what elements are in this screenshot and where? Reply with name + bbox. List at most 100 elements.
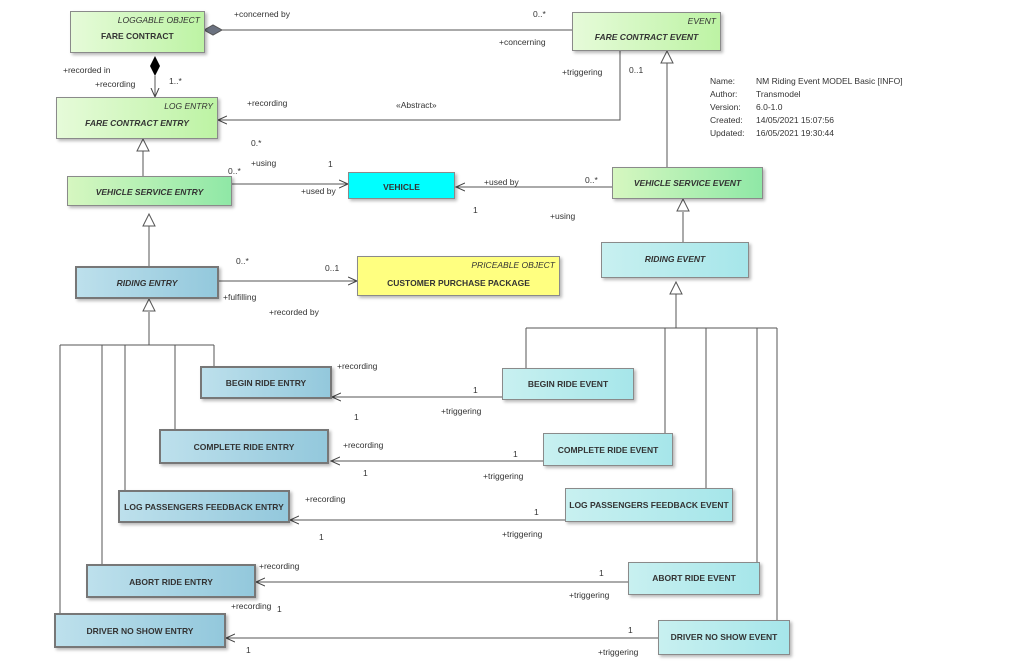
role-recording-abort-2: +recording [231,601,272,611]
mult-vsevent: 0..* [585,175,598,185]
class-fare-contract-event[interactable]: EVENT FARE CONTRACT EVENT [572,12,721,51]
class-riding-event[interactable]: RIDING EVENT [601,242,749,278]
class-log-passengers-feedback-event[interactable]: LOG PASSENGERS FEEDBACK EVENT [565,488,733,522]
stereotype-label: LOGGABLE OBJECT [117,15,200,25]
class-complete-ride-event[interactable]: COMPLETE RIDE EVENT [543,433,673,466]
role-recording-entry: +recording [247,98,288,108]
mult-complete-event: 1 [513,449,518,459]
class-log-passengers-feedback-entry[interactable]: LOG PASSENGERS FEEDBACK ENTRY [118,490,290,523]
role-used-by-entry: +used by [301,186,336,196]
info-name-key: Name: [710,76,736,86]
class-vehicle-service-event[interactable]: VEHICLE SERVICE EVENT [612,167,763,199]
class-driver-no-show-entry[interactable]: DRIVER NO SHOW ENTRY [54,613,226,648]
role-fulfilling: +fulfilling [223,292,257,302]
mult-contract-event: 0..* [533,9,546,19]
class-name: LOG PASSENGERS FEEDBACK EVENT [569,500,729,510]
gen-triangle-riding-event [669,280,683,295]
info-created-value: 14/05/2021 15:07:56 [756,115,834,125]
class-name: FARE CONTRACT [101,31,174,41]
role-using-entry: +using [251,158,277,168]
class-abort-ride-entry[interactable]: ABORT RIDE ENTRY [86,564,256,598]
role-triggering-abort: +triggering [569,590,610,600]
stereotype-label: PRICEABLE OBJECT [471,260,555,270]
class-begin-ride-entry[interactable]: BEGIN RIDE ENTRY [200,366,332,399]
mult-vsentry: 0..* [228,166,241,176]
gen-triangle-riding-entry [142,297,156,312]
class-name: VEHICLE SERVICE ENTRY [95,187,204,197]
class-name: VEHICLE [383,182,420,192]
class-begin-ride-event[interactable]: BEGIN RIDE EVENT [502,368,634,400]
info-updated-value: 16/05/2021 19:30:44 [756,128,834,138]
class-name: COMPLETE RIDE ENTRY [193,442,295,452]
gen-triangle-vsentry [142,212,156,227]
class-name: FARE CONTRACT ENTRY [85,118,189,128]
diagram-info: Name:NM Riding Event MODEL Basic [INFO] … [710,76,903,141]
class-name: DRIVER NO SHOW ENTRY [86,626,194,636]
role-recording-complete: +recording [343,440,384,450]
class-name: BEGIN RIDE ENTRY [225,378,307,388]
class-name: CUSTOMER PURCHASE PACKAGE [387,278,530,288]
stereotype-label: EVENT [687,16,716,26]
class-driver-no-show-event[interactable]: DRIVER NO SHOW EVENT [658,620,790,655]
role-recording-abort: +recording [259,561,300,571]
class-customer-purchase-package[interactable]: PRICEABLE OBJECT CUSTOMER PURCHASE PACKA… [357,256,560,296]
class-name: VEHICLE SERVICE EVENT [633,178,742,188]
info-created-key: Created: [710,115,743,125]
role-triggering-event: +triggering [562,67,603,77]
mult-event-entry: 0..1 [629,65,644,75]
class-fare-contract[interactable]: LOGGABLE OBJECT FARE CONTRACT [70,11,205,53]
role-concerned-by: +concerned by [234,9,290,19]
info-version-value: 6.0-1.0 [756,102,783,112]
mult-abort-event: 1 [599,568,604,578]
mult-cpp: 0..1 [325,263,340,273]
mult-log-event: 1 [534,507,539,517]
class-abort-ride-event[interactable]: ABORT RIDE EVENT [628,562,760,595]
class-vehicle-service-entry[interactable]: VEHICLE SERVICE ENTRY [67,176,232,206]
mult-complete-entry: 1 [363,468,368,478]
role-triggering-begin: +triggering [441,406,482,416]
role-concerning: +concerning [499,37,546,47]
mult-vehicle-entry: 1 [328,159,333,169]
class-name: ABORT RIDE ENTRY [129,577,213,587]
info-updated-key: Updated: [710,128,745,138]
stereotype-abstract: «Abstract» [396,100,437,110]
mult-vehicle-event: 1 [473,205,478,215]
class-fare-contract-entry[interactable]: LOG ENTRY FARE CONTRACT ENTRY [56,97,218,139]
info-author-value: Transmodel [756,89,801,99]
class-name: DRIVER NO SHOW EVENT [670,632,778,642]
composition-diamond [150,56,160,76]
class-name: BEGIN RIDE EVENT [527,379,609,389]
stereotype-label: LOG ENTRY [164,101,213,111]
info-author-key: Author: [710,89,738,99]
class-name: RIDING EVENT [644,254,706,264]
class-riding-entry[interactable]: RIDING ENTRY [75,266,219,299]
role-using-event: +using [550,211,576,221]
aggregation-diamond [202,24,224,36]
assoc-event-entry [218,51,621,120]
mult-entry-star: 0.* [251,138,262,148]
role-recording-begin: +recording [337,361,378,371]
class-name: FARE CONTRACT EVENT [594,32,699,42]
class-name: LOG PASSENGERS FEEDBACK ENTRY [124,502,284,512]
class-vehicle[interactable]: VEHICLE [348,172,455,199]
role-triggering-log: +triggering [502,529,543,539]
gen-triangle-event [660,49,674,64]
info-version-key: Version: [710,102,741,112]
class-name: RIDING ENTRY [116,278,178,288]
mult-riding-entry: 0..* [236,256,249,266]
mult-log-entry: 1 [319,532,324,542]
info-name-value: NM Riding Event MODEL Basic [INFO] [756,76,903,86]
role-used-by-event: +used by [484,177,519,187]
class-name: ABORT RIDE EVENT [652,573,736,583]
role-recording-log: +recording [305,494,346,504]
class-name: COMPLETE RIDE EVENT [557,445,659,455]
mult-begin-event: 1 [473,385,478,395]
mult-begin-entry: 1 [354,412,359,422]
role-recorded-by: +recorded by [269,307,319,317]
class-complete-ride-entry[interactable]: COMPLETE RIDE ENTRY [159,429,329,464]
mult-driver-entry: 1 [246,645,251,655]
mult-abort-entry: 1 [277,604,282,614]
role-recording-contract: +recording [95,79,136,89]
mult-driver-event: 1 [628,625,633,635]
